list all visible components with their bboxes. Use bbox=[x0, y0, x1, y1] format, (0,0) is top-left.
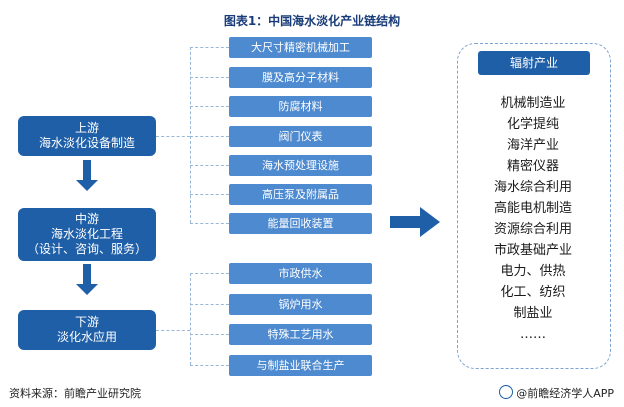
downstream-item: 特殊工艺用水 bbox=[229, 324, 372, 345]
stage-midstream-desc: 海水淡化工程 bbox=[50, 227, 123, 241]
radiation-item: 机械制造业 bbox=[500, 96, 566, 111]
stage-midstream: 中游 海水淡化工程 （设计、咨询、服务） bbox=[18, 208, 156, 261]
brand-credit: @前瞻经济学人APP bbox=[499, 385, 614, 401]
radiation-item: 制盐业 bbox=[513, 306, 553, 321]
stage-midstream-label: 中游 bbox=[74, 212, 99, 226]
radiation-panel bbox=[457, 43, 611, 369]
stage-downstream-desc: 淡化水应用 bbox=[56, 330, 117, 344]
source-note: 资料来源：前瞻产业研究院 bbox=[9, 387, 141, 400]
brand-logo-icon bbox=[499, 385, 514, 399]
radiation-item: …… bbox=[520, 327, 546, 342]
downstream-item: 锅炉用水 bbox=[229, 294, 372, 315]
stage-upstream-label: 上游 bbox=[74, 121, 99, 135]
radiation-item: 海水综合利用 bbox=[493, 180, 572, 195]
radiation-item: 化学提纯 bbox=[506, 117, 559, 132]
stage-downstream: 下游 淡化水应用 bbox=[18, 310, 156, 350]
radiation-item: 市政基础产业 bbox=[493, 243, 572, 258]
downstream-item: 市政供水 bbox=[229, 263, 372, 284]
right-arrow-icon bbox=[390, 207, 440, 237]
radiation-header: 辐射产业 bbox=[478, 51, 590, 75]
stage-upstream-desc: 海水淡化设备制造 bbox=[38, 136, 135, 150]
radiation-item: 资源综合利用 bbox=[493, 222, 572, 237]
upstream-item: 阀门仪表 bbox=[229, 126, 372, 147]
radiation-item: 海洋产业 bbox=[506, 138, 559, 153]
radiation-item: 化工、纺织 bbox=[500, 285, 566, 300]
stage-upstream: 上游 海水淡化设备制造 bbox=[18, 116, 156, 156]
upstream-item: 能量回收装置 bbox=[229, 213, 372, 234]
diagram-title: 图表1：中国海水淡化产业链结构 bbox=[223, 14, 401, 28]
upstream-item: 膜及高分子材料 bbox=[229, 67, 372, 88]
upstream-item: 大尺寸精密机械加工 bbox=[229, 37, 372, 58]
downstream-item: 与制盐业联合生产 bbox=[229, 355, 372, 376]
radiation-item: 电力、供热 bbox=[500, 264, 566, 279]
radiation-item: 精密仪器 bbox=[506, 159, 559, 174]
upstream-item: 防腐材料 bbox=[229, 96, 372, 117]
upstream-item: 高压泵及附属品 bbox=[229, 184, 372, 205]
brand-text: @前瞻经济学人APP bbox=[516, 387, 614, 400]
radiation-list: 机械制造业 化学提纯 海洋产业 精密仪器 海水综合利用 高能电机制造 资源综合利… bbox=[457, 93, 609, 345]
radiation-item: 高能电机制造 bbox=[493, 201, 572, 216]
upstream-item: 海水预处理设施 bbox=[229, 155, 372, 176]
stage-downstream-label: 下游 bbox=[74, 315, 99, 329]
stage-midstream-note: （设计、咨询、服务） bbox=[26, 242, 147, 256]
